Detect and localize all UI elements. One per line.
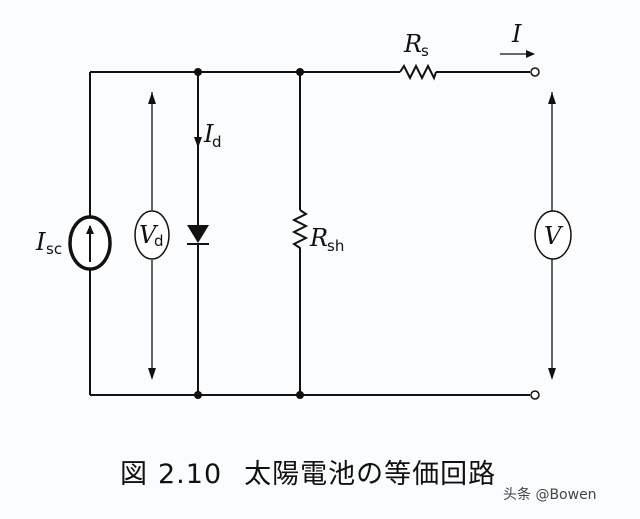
voltage-vd: V d [134,92,170,380]
figure-caption: 図 2.10 太陽電池の等価回路 [120,452,496,491]
vd-label: V [139,221,159,249]
output-current-i: I [500,20,535,58]
terminal-bottom [530,390,540,400]
watermark: 头条 @Bowen [503,487,597,503]
figure-title: 太陽電池の等価回路 [244,459,497,490]
voltage-v: V [534,92,572,380]
v-label: V [544,222,564,250]
rsh-subscript: sh [327,237,344,255]
figure-label: 図 [120,459,148,490]
current-source-isc: I sc [35,215,112,271]
isc-subscript: sc [46,240,62,258]
rsh-label: R [309,224,328,252]
resistor-rsh: R sh [291,209,344,255]
vd-subscript: d [154,232,164,250]
junction-nodes [194,68,304,399]
id-label: I [203,120,214,148]
figure-number: 2.10 [158,459,223,490]
i-label: I [511,20,522,48]
diode: I d [187,120,222,245]
rs-label: R [403,30,422,58]
isc-label: I [35,228,46,256]
id-subscript: d [212,133,222,151]
terminal-top [530,67,540,77]
rs-subscript: s [421,42,429,60]
resistor-rs: R s [399,30,437,81]
wires [89,71,530,396]
